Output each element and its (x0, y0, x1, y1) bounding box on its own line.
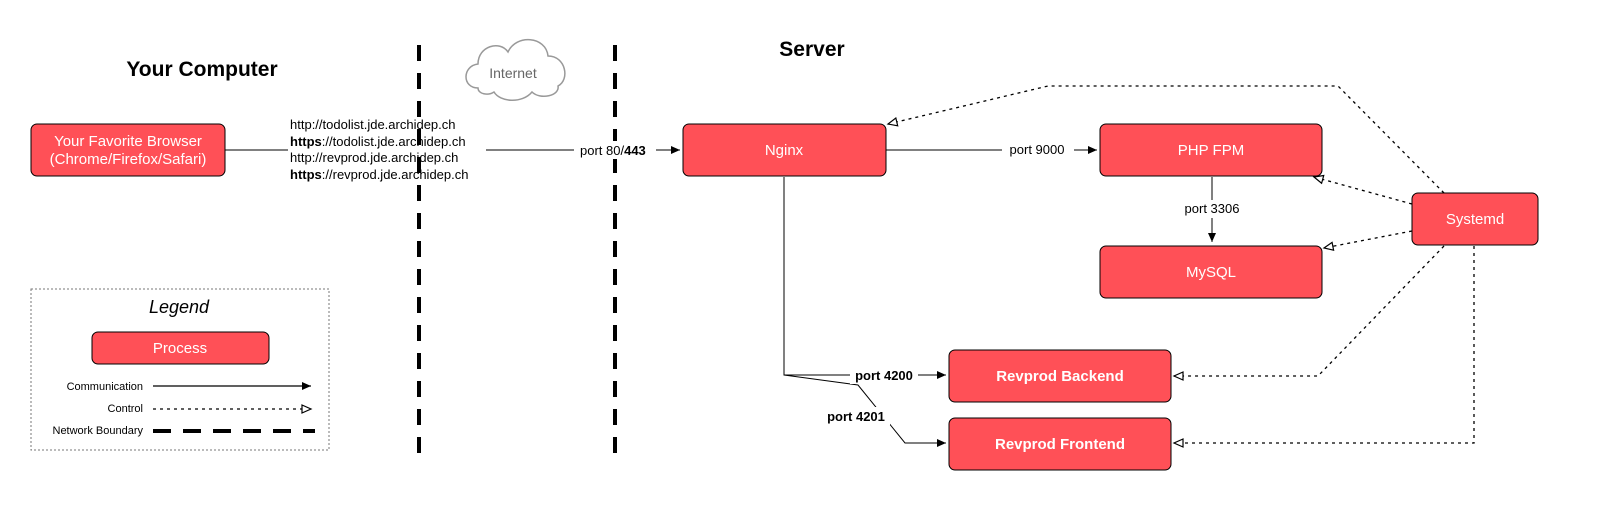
url-scheme: https (290, 134, 322, 149)
revprod-backend-label: Revprod Backend (996, 368, 1124, 385)
port-3306-label: port 3306 (1185, 201, 1240, 216)
browser-node: Your Favorite Browser (Chrome/Firefox/Sa… (30, 123, 226, 177)
url-scheme: https (290, 167, 322, 182)
systemd-to-mysql-control (1322, 230, 1413, 252)
mysql-node: MySQL (1099, 245, 1323, 299)
systemd-node: Systemd (1411, 192, 1539, 246)
nginx-to-revprod-backend-edge (783, 177, 946, 379)
port-443-label: 443 (624, 143, 646, 158)
internet-cloud (465, 38, 566, 101)
url-item: http://revprod.jde.archidep.ch (290, 150, 458, 165)
url-scheme: http (290, 117, 312, 132)
your-computer-heading: Your Computer (126, 58, 277, 81)
php-fpm-node: PHP FPM (1099, 123, 1323, 177)
url-item: https://todolist.jde.archidep.ch (290, 134, 466, 149)
systemd-label: Systemd (1446, 211, 1504, 228)
port-80-443-label: port 80/443 (580, 143, 646, 158)
nginx-node: Nginx (682, 123, 887, 177)
url-item: https://revprod.jde.archidep.ch (290, 167, 468, 182)
url-rest: ://revprod.jde.archidep.ch (312, 150, 459, 165)
internet-label: Internet (489, 65, 537, 81)
browser-label-line1: Your Favorite Browser (54, 133, 202, 150)
php-fpm-label: PHP FPM (1178, 142, 1244, 159)
mysql-label: MySQL (1186, 264, 1236, 281)
legend-process-swatch (91, 331, 270, 365)
port-4200-label: port 4200 (855, 368, 913, 383)
url-rest: ://todolist.jde.archidep.ch (312, 117, 456, 132)
legend-network-boundary-label: Network Boundary (53, 425, 144, 437)
legend-control-label: Control (108, 403, 143, 415)
port-80-label: port 80/ (580, 143, 624, 158)
legend-process-label: Process (153, 340, 207, 357)
url-rest: ://revprod.jde.archidep.ch (322, 167, 469, 182)
nginx-label: Nginx (765, 142, 804, 159)
url-list: http://todolist.jde.archidep.ch https://… (290, 117, 468, 182)
url-scheme: http (290, 150, 312, 165)
port-4201-label: port 4201 (827, 409, 885, 424)
revprod-backend-node: Revprod Backend (948, 349, 1172, 403)
legend: Legend Process Communication Control Net… (30, 288, 330, 451)
server-heading: Server (779, 38, 844, 61)
revprod-frontend-node: Revprod Frontend (948, 417, 1172, 471)
systemd-to-nginx-control (886, 85, 1445, 194)
url-item: http://todolist.jde.archidep.ch (290, 117, 456, 132)
legend-communication-label: Communication (67, 381, 143, 393)
legend-title: Legend (149, 297, 210, 317)
port-9000-label: port 9000 (1010, 142, 1065, 157)
systemd-to-revprod-frontend-control (1172, 246, 1475, 448)
revprod-frontend-label: Revprod Frontend (995, 436, 1125, 453)
browser-label-line2: (Chrome/Firefox/Safari) (50, 151, 207, 168)
systemd-to-php-control (1312, 174, 1413, 205)
url-rest: ://todolist.jde.archidep.ch (322, 134, 466, 149)
